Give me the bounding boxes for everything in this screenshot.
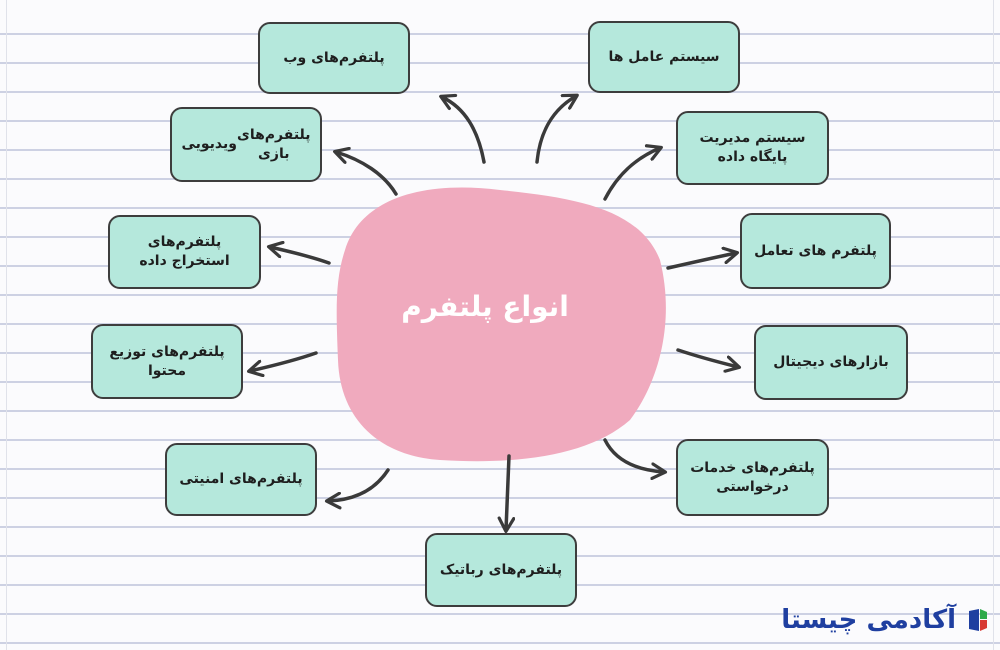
node-label-line2: استخراج داده: [139, 253, 230, 269]
paper-margin-line: [6, 0, 7, 650]
node-label: بازارهای دیجیتال: [773, 354, 889, 370]
node-label-line1: پلتفرم‌های: [147, 234, 222, 250]
node-on-demand-services: پلتفرم‌های خدمات درخواستی: [676, 439, 829, 516]
node-robotics-platforms: پلتفرم‌های رباتیک: [425, 533, 577, 607]
node-label: پلتفرم های تعامل: [754, 242, 877, 259]
node-security-platforms: پلتفرم‌های امنیتی: [165, 443, 317, 516]
node-label-line2: محتوا: [147, 362, 187, 379]
node-web-platforms: پلتفرم‌های وب: [258, 22, 410, 94]
logo-text: آکادمی چیستا: [781, 605, 956, 635]
node-label-line1: پلتفرم‌های خدمات: [690, 459, 815, 476]
node-label: پلتفرم‌های امنیتی: [179, 471, 303, 487]
paper-margin-line: [993, 0, 994, 650]
node-operating-systems: سیستم عامل ها: [588, 21, 740, 93]
arrow-to-data-mining: [270, 247, 331, 265]
logo-mark-icon: [969, 609, 987, 631]
arrow-to-games: [336, 152, 398, 196]
node-data-mining-platforms: پلتفرم‌های استخراج داده: [108, 215, 261, 289]
node-label: پلتفرم‌های رباتیک: [439, 561, 563, 578]
node-content-distribution: پلتفرم‌های توزیع محتوا: [91, 324, 243, 399]
arrow-to-content: [250, 351, 318, 371]
arrow-to-robotics: [506, 454, 509, 530]
node-database-management: سیستم مدیریت پایگاه داده: [676, 111, 829, 185]
center-blob: [336, 187, 666, 462]
node-label: پلتفرم‌های وب: [283, 49, 385, 66]
node-label-line2: پایگاه داده: [717, 149, 788, 165]
arrow-to-os: [535, 96, 576, 164]
arrow-to-services: [603, 438, 664, 472]
node-label-line2: ویدیویی: [181, 136, 237, 152]
node-label-line2: درخواستی: [716, 478, 789, 495]
arrow-to-dbms: [603, 148, 660, 201]
arrow-to-security: [328, 468, 390, 501]
arrow-to-web: [442, 97, 486, 164]
node-video-game-platforms: پلتفرم‌های بازی ویدیویی: [170, 107, 322, 182]
node-label-line1: پلتفرم‌های توزیع: [109, 343, 225, 360]
node-label: سیستم عامل ها: [608, 48, 720, 65]
node-label-line1: پلتفرم‌های بازی: [236, 126, 311, 162]
node-interactive-platforms: پلتفرم های تعامل: [740, 213, 891, 289]
node-label-line1: سیستم مدیریت: [699, 130, 806, 146]
arrow-to-markets: [676, 348, 738, 367]
node-digital-markets: بازارهای دیجیتال: [754, 325, 908, 400]
arrow-to-interactive: [666, 253, 736, 270]
chista-academy-logo: آکادمی چیستا: [738, 604, 990, 636]
center-title: انواع پلتفرم: [401, 290, 569, 323]
